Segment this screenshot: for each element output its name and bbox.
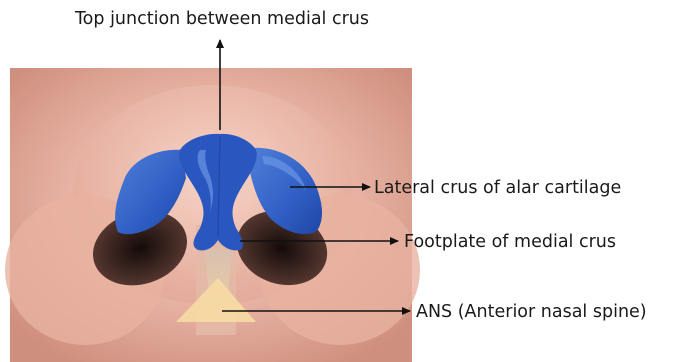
- label-lateral-crus: Lateral crus of alar cartilage: [374, 178, 621, 198]
- label-ans: ANS (Anterior nasal spine): [416, 302, 647, 322]
- label-top-junction: Top junction between medial crus: [74, 9, 369, 29]
- label-footplate: Footplate of medial crus: [404, 232, 616, 252]
